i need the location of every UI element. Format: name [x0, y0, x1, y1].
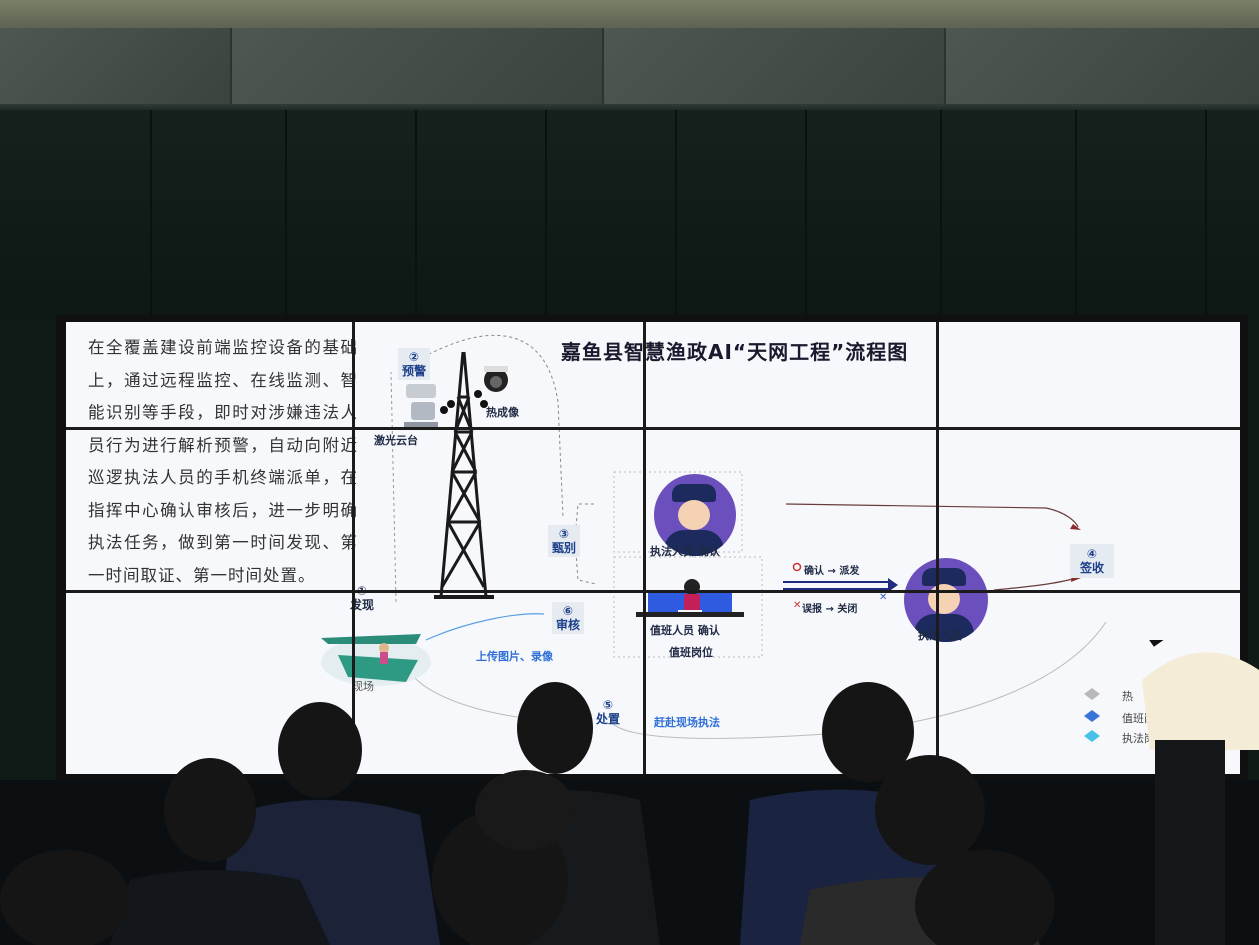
duty-post-label: 值班岗位 [669, 646, 713, 659]
duty-confirm-label: 值班人员 确认 [650, 624, 720, 637]
officer-avatar-icon [654, 474, 736, 556]
slide-paragraph: 在全覆盖建设前端监控设备的基础上，通过远程监控、在线监测、智能识别等手段，即时对… [88, 338, 358, 585]
video-wall-screen: 在全覆盖建设前端监控设备的基础上，通过远程监控、在线监测、智能识别等手段，即时对… [66, 322, 1240, 774]
flowchart-graphics: ✕ ✕ [321, 334, 1107, 742]
svg-text:✕: ✕ [793, 600, 801, 611]
ceiling-tile [946, 28, 1259, 104]
speaker [1142, 640, 1259, 945]
officer-label: 执法人员 [918, 629, 962, 642]
upload-label: 上传图片、录像 [476, 650, 553, 663]
confirm-dispatch-label: 确认 → 派发 [804, 566, 860, 577]
officer-confirm-label: 执法人员 确认 [650, 545, 720, 558]
ceiling-light-strip [0, 0, 1259, 28]
slide-title: 嘉鱼县智慧渔政AI“天网工程”流程图 [561, 340, 909, 364]
ceiling [0, 0, 1259, 110]
audience-head [0, 682, 1055, 945]
laser-label: 激光云台 [374, 434, 418, 447]
duty-desk-icon [636, 579, 744, 617]
laser-camera-icon [404, 384, 438, 428]
ceiling-tile [232, 28, 604, 104]
scene-label: 现场 [352, 680, 374, 693]
go-scene-label: 赶赴现场执法 [654, 716, 720, 729]
ceiling-tile [0, 28, 232, 104]
false-alarm-close-label: 误报 → 关闭 [802, 604, 858, 615]
ceiling-tile [604, 28, 946, 104]
legend-item: 热 [1122, 690, 1133, 703]
officer-avatar-icon [904, 558, 988, 642]
svg-text:✕: ✕ [879, 592, 887, 603]
tower-icon [434, 351, 494, 599]
thermal-camera-icon [484, 366, 508, 392]
step-discover: ①发现 [350, 584, 375, 612]
back-wall [0, 110, 1259, 320]
boat-scene-icon [321, 634, 431, 686]
thermal-label: 热成像 [486, 406, 519, 419]
legend-item: 执法岗 [1122, 732, 1155, 745]
audience-silhouettes [0, 640, 1259, 945]
